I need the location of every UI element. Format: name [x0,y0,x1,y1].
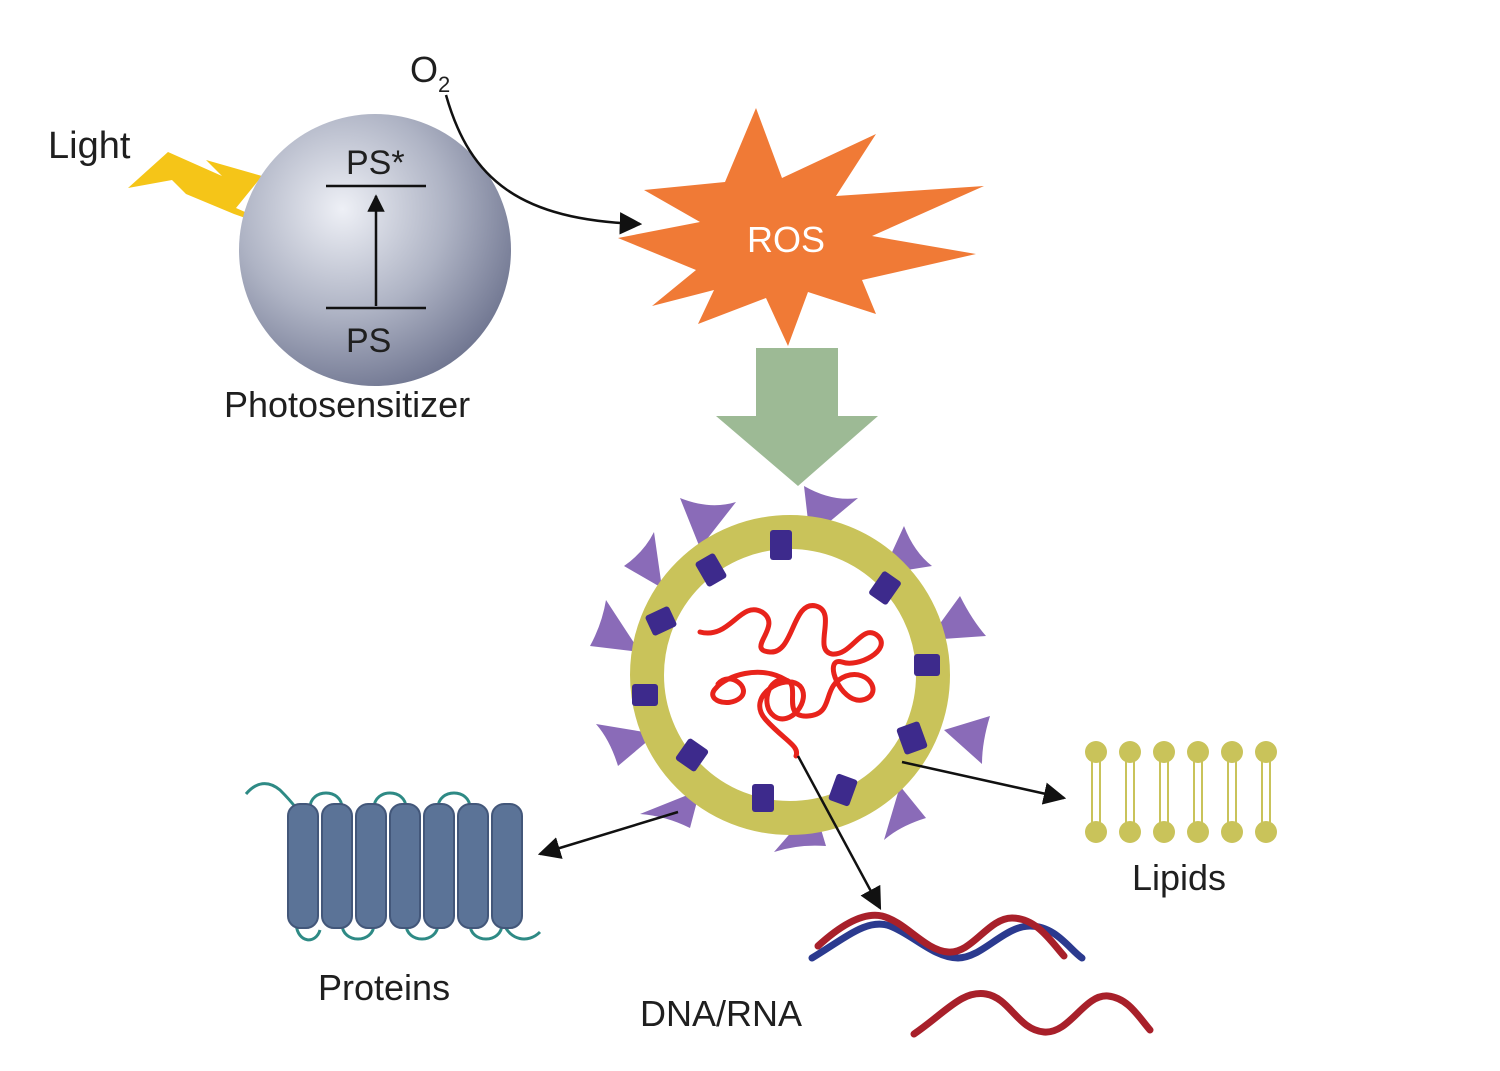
lightning-bolt-icon [128,152,345,280]
down-arrow [716,348,878,486]
ps-ground-label: PS [346,322,391,360]
dna-rna-label: DNA/RNA [640,993,802,1034]
ros-label: ROS [747,219,825,260]
viral-genome [697,603,884,759]
ps-excited-label: PS* [346,144,405,182]
membrane-proteins [632,530,940,812]
photosensitizer-label: Photosensitizer [224,384,470,425]
lipid-bilayer-icon [1085,741,1277,843]
arrow-to-dna [796,755,882,910]
virus-particle [590,486,990,852]
photosensitizer-sphere: PS* PS [239,114,511,386]
arrow-to-lipids [901,760,1067,805]
protein-icon [244,782,542,942]
oxygen-arrow [444,94,643,235]
dna-rna-icon [808,911,1154,1038]
light-label: Light [48,125,131,167]
proteins-label: Proteins [318,967,450,1008]
ros-star [618,108,984,346]
arrow-to-proteins [537,810,679,859]
oxygen-label: O2 [410,49,450,97]
lipids-label: Lipids [1132,857,1226,898]
